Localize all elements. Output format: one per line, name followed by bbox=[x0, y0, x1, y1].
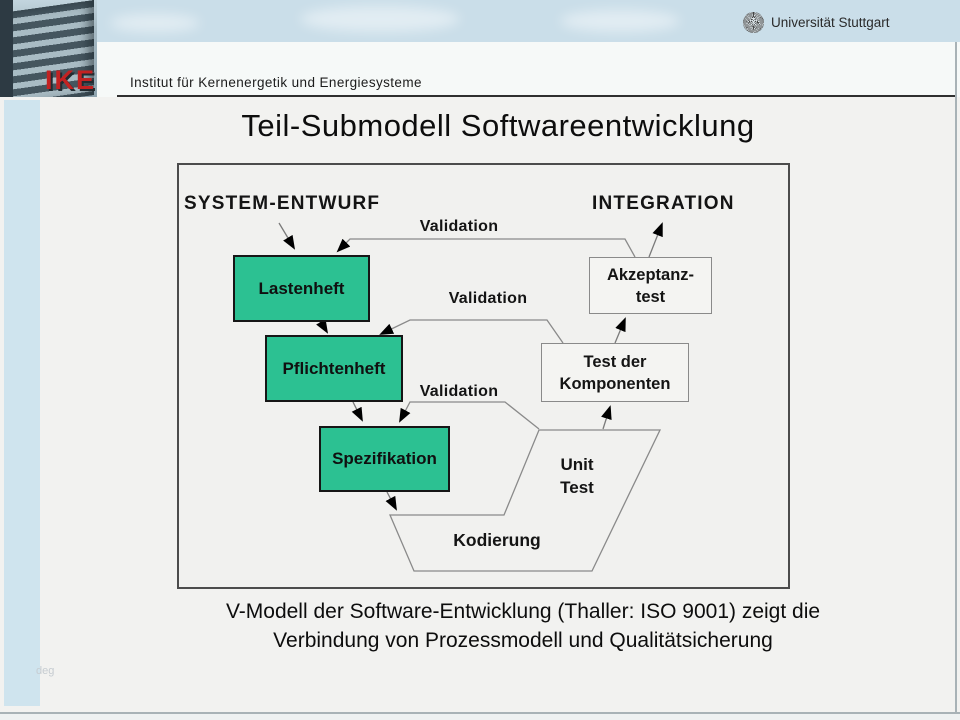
validation-line-1 bbox=[336, 238, 636, 258]
university-name: Universität Stuttgart bbox=[771, 14, 890, 30]
unit-test-line1: Unit bbox=[560, 455, 594, 474]
validation-line-2 bbox=[379, 319, 564, 344]
footer-note: deg bbox=[36, 665, 55, 677]
ike-building-photo: IKE bbox=[0, 0, 97, 97]
window-edge-strip bbox=[0, 714, 960, 720]
building-edge bbox=[0, 0, 13, 97]
test-box-komponenten: Test der Komponenten bbox=[541, 343, 689, 402]
test-box-akzeptanztest: Akzeptanz- test bbox=[589, 257, 712, 314]
header-watermark bbox=[110, 14, 200, 32]
unit-test-line2: Test bbox=[560, 478, 594, 497]
header-watermark bbox=[300, 6, 460, 32]
validation-label-1: Validation bbox=[419, 218, 499, 235]
arrow-akzeptanztest-integration bbox=[648, 222, 663, 258]
arrow-band-testkomponenten bbox=[601, 405, 612, 430]
phase-label-system-entwurf: SYSTEM-ENTWURF bbox=[184, 193, 381, 214]
validation-label-2: Validation bbox=[448, 290, 528, 307]
arrow-spezifikation-kodierung bbox=[385, 491, 397, 511]
phase-label-integration: INTEGRATION bbox=[592, 193, 735, 214]
left-accent-bar bbox=[4, 100, 40, 706]
header-band bbox=[0, 0, 960, 42]
caption-line2: Verbindung von Prozessmodell und Qualitä… bbox=[273, 629, 773, 652]
test-box-akzeptanztest-line1: Akzeptanz- bbox=[606, 265, 695, 284]
v-model-diagram: SYSTEM-ENTWURF INTEGRATION Validation Va… bbox=[177, 163, 790, 589]
arrow-testkomponenten-akzeptanztest bbox=[614, 317, 626, 344]
validation-line-3 bbox=[399, 401, 540, 430]
arrow-pflichtenheft-spezifikation bbox=[351, 401, 363, 422]
ike-logo: IKE bbox=[44, 65, 96, 95]
process-box-lastenheft: Lastenheft bbox=[233, 255, 370, 322]
kodierung-label: Kodierung bbox=[453, 530, 541, 550]
diagram-connectors bbox=[278, 222, 663, 572]
header-watermark bbox=[560, 10, 680, 32]
institute-name: Institut für Kernenergetik und Energiesy… bbox=[130, 75, 422, 90]
test-box-komponenten-line2: Komponenten bbox=[559, 374, 671, 393]
slide-title: Teil-Submodell Softwareentwicklung bbox=[241, 108, 755, 143]
test-box-komponenten-line1: Test der bbox=[583, 352, 647, 371]
header-divider bbox=[117, 95, 957, 97]
process-box-pflichtenheft: Pflichtenheft bbox=[265, 335, 403, 402]
window-edge-bottom bbox=[0, 712, 960, 714]
process-box-spezifikation: Spezifikation bbox=[319, 426, 450, 492]
unit-test-label: Unit Test bbox=[545, 453, 609, 499]
v-band-outline bbox=[389, 429, 662, 572]
caption-line1: V-Modell der Software-Entwicklung (Thall… bbox=[225, 600, 821, 623]
validation-label-3: Validation bbox=[419, 383, 499, 400]
university-logo-icon bbox=[743, 11, 764, 33]
arrow-systementwurf-lastenheft bbox=[278, 222, 296, 250]
university-brand: Universität Stuttgart bbox=[743, 10, 890, 34]
window-edge-right bbox=[955, 42, 957, 714]
arrow-lastenheft-pflichtenheft bbox=[316, 318, 329, 334]
caption: V-Modell der Software-Entwicklung (Thall… bbox=[86, 597, 960, 655]
test-box-akzeptanztest-line2: test bbox=[635, 287, 666, 306]
header-subband bbox=[0, 42, 960, 97]
